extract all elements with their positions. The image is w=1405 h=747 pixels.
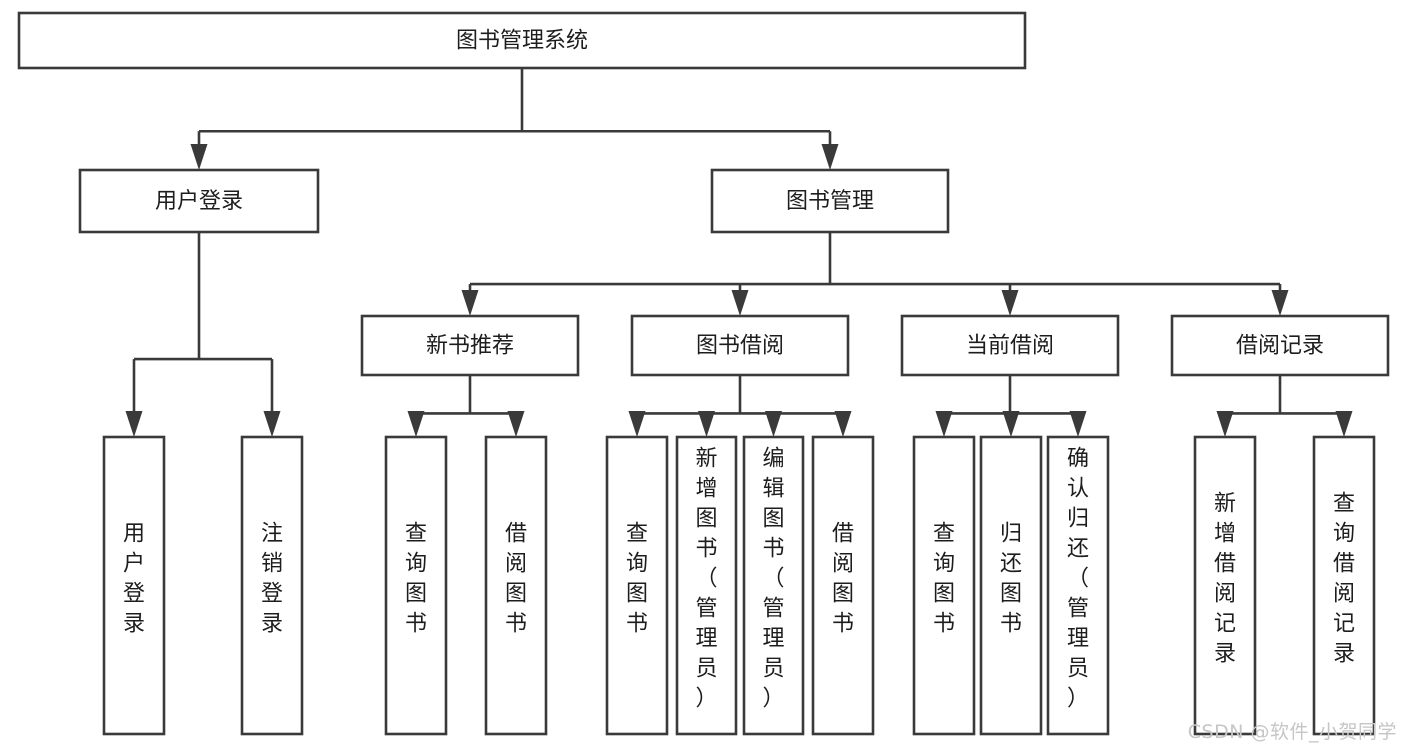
node-box-leaf-borrow-book-1 <box>484 435 548 736</box>
connector-group-user-login <box>125 232 281 437</box>
node-box-leaf-user-logout <box>240 435 304 736</box>
node-label-leaf-edit-book: 编辑图书（管理员） <box>762 447 784 712</box>
node-label-leaf-user-logout: 注销登录 <box>261 522 283 637</box>
nodes-layer: 图书管理系统用户登录图书管理新书推荐图书借阅当前借阅借阅记录用户登录注销登录查询… <box>17 11 1390 736</box>
arrow-head-icon <box>1001 290 1019 316</box>
node-box-leaf-add-book <box>675 435 738 736</box>
connector-group-borrow-record <box>1216 375 1353 437</box>
node-label-new-book-recommend: 新书推荐 <box>426 334 514 359</box>
node-box-book-borrow <box>630 314 850 377</box>
node-user-login[interactable]: 用户登录 <box>78 168 320 234</box>
node-box-new-book-recommend <box>360 314 580 377</box>
arrow-head-icon <box>1335 411 1353 437</box>
node-box-leaf-query-book-1 <box>384 435 448 736</box>
node-box-leaf-return-book <box>979 435 1043 736</box>
node-book-manage[interactable]: 图书管理 <box>710 168 950 234</box>
node-box-leaf-user-login <box>102 435 166 736</box>
node-label-current-borrow: 当前借阅 <box>966 334 1054 359</box>
node-label-user-login: 用户登录 <box>155 189 243 214</box>
node-label-leaf-confirm-return: 确认归还（管理员） <box>1067 447 1089 712</box>
node-box-current-borrow <box>900 314 1120 377</box>
arrow-head-icon <box>263 411 281 437</box>
arrow-head-icon <box>935 411 953 437</box>
arrow-head-icon <box>461 290 479 316</box>
node-box-user-login <box>78 168 320 234</box>
node-borrow-record[interactable]: 借阅记录 <box>1170 314 1390 377</box>
node-label-book-borrow: 图书借阅 <box>696 334 784 359</box>
arrow-head-icon <box>628 411 646 437</box>
node-label-leaf-user-login: 用户登录 <box>123 522 145 637</box>
node-box-root <box>17 11 1027 70</box>
node-label-root: 图书管理系统 <box>456 29 588 54</box>
node-leaf-confirm-return[interactable]: 确认归还（管理员） <box>1046 435 1110 736</box>
connectors-layer <box>125 68 1353 437</box>
node-box-book-manage <box>710 168 950 234</box>
node-label-borrow-record: 借阅记录 <box>1236 334 1324 359</box>
node-label-leaf-query-book-1: 查询图书 <box>405 522 427 637</box>
node-label-leaf-borrow-book-1: 借阅图书 <box>505 522 527 637</box>
arrow-head-icon <box>821 144 839 170</box>
node-box-leaf-confirm-return <box>1046 435 1110 736</box>
csdn-watermark: CSDN @软件_小贺同学 <box>1187 721 1397 743</box>
node-leaf-query-book-2[interactable]: 查询图书 <box>605 435 669 736</box>
connector-group-book-borrow <box>628 375 852 437</box>
node-box-borrow-record <box>1170 314 1390 377</box>
arrow-head-icon <box>698 411 715 437</box>
arrow-head-icon <box>1002 411 1020 437</box>
node-leaf-add-record[interactable]: 新增借阅记录 <box>1193 435 1257 736</box>
node-leaf-query-book-1[interactable]: 查询图书 <box>384 435 448 736</box>
node-label-leaf-add-book: 新增图书（管理员） <box>695 447 717 712</box>
node-box-leaf-borrow-book-2 <box>811 435 875 736</box>
node-leaf-query-record[interactable]: 查询借阅记录 <box>1312 435 1376 736</box>
node-leaf-edit-book[interactable]: 编辑图书（管理员） <box>742 435 805 736</box>
node-leaf-user-logout[interactable]: 注销登录 <box>240 435 304 736</box>
arrow-head-icon <box>507 411 525 437</box>
node-leaf-query-book-3[interactable]: 查询图书 <box>912 435 976 736</box>
node-box-leaf-query-record <box>1312 435 1376 736</box>
arrow-head-icon <box>125 411 143 437</box>
arrow-head-icon <box>190 144 208 170</box>
arrow-head-icon <box>1216 411 1234 437</box>
node-box-leaf-edit-book <box>742 435 805 736</box>
node-label-leaf-query-record: 查询借阅记录 <box>1333 492 1355 667</box>
node-label-leaf-borrow-book-2: 借阅图书 <box>832 522 854 637</box>
node-leaf-add-book[interactable]: 新增图书（管理员） <box>675 435 738 736</box>
node-root[interactable]: 图书管理系统 <box>17 11 1027 70</box>
arrow-head-icon <box>765 411 782 437</box>
node-box-leaf-add-record <box>1193 435 1257 736</box>
node-book-borrow[interactable]: 图书借阅 <box>630 314 850 377</box>
connector-group-current-borrow <box>935 375 1087 437</box>
node-leaf-return-book[interactable]: 归还图书 <box>979 435 1043 736</box>
node-new-book-recommend[interactable]: 新书推荐 <box>360 314 580 377</box>
arrow-head-icon <box>731 290 749 316</box>
arrow-head-icon <box>1069 411 1087 437</box>
arrow-head-icon <box>834 411 852 437</box>
node-label-leaf-query-book-3: 查询图书 <box>933 522 955 637</box>
arrow-head-icon <box>407 411 425 437</box>
connector-group-root <box>190 68 839 170</box>
connector-group-new-book-recommend <box>407 375 525 437</box>
arrow-head-icon <box>1271 290 1289 316</box>
node-leaf-user-login[interactable]: 用户登录 <box>102 435 166 736</box>
connector-group-book-manage <box>461 232 1289 316</box>
node-leaf-borrow-book-1[interactable]: 借阅图书 <box>484 435 548 736</box>
node-leaf-borrow-book-2[interactable]: 借阅图书 <box>811 435 875 736</box>
node-label-book-manage: 图书管理 <box>786 189 874 214</box>
node-label-leaf-return-book: 归还图书 <box>1000 522 1022 637</box>
node-current-borrow[interactable]: 当前借阅 <box>900 314 1120 377</box>
node-box-leaf-query-book-2 <box>605 435 669 736</box>
node-label-leaf-query-book-2: 查询图书 <box>626 522 648 637</box>
node-box-leaf-query-book-3 <box>912 435 976 736</box>
node-label-leaf-add-record: 新增借阅记录 <box>1214 492 1236 667</box>
